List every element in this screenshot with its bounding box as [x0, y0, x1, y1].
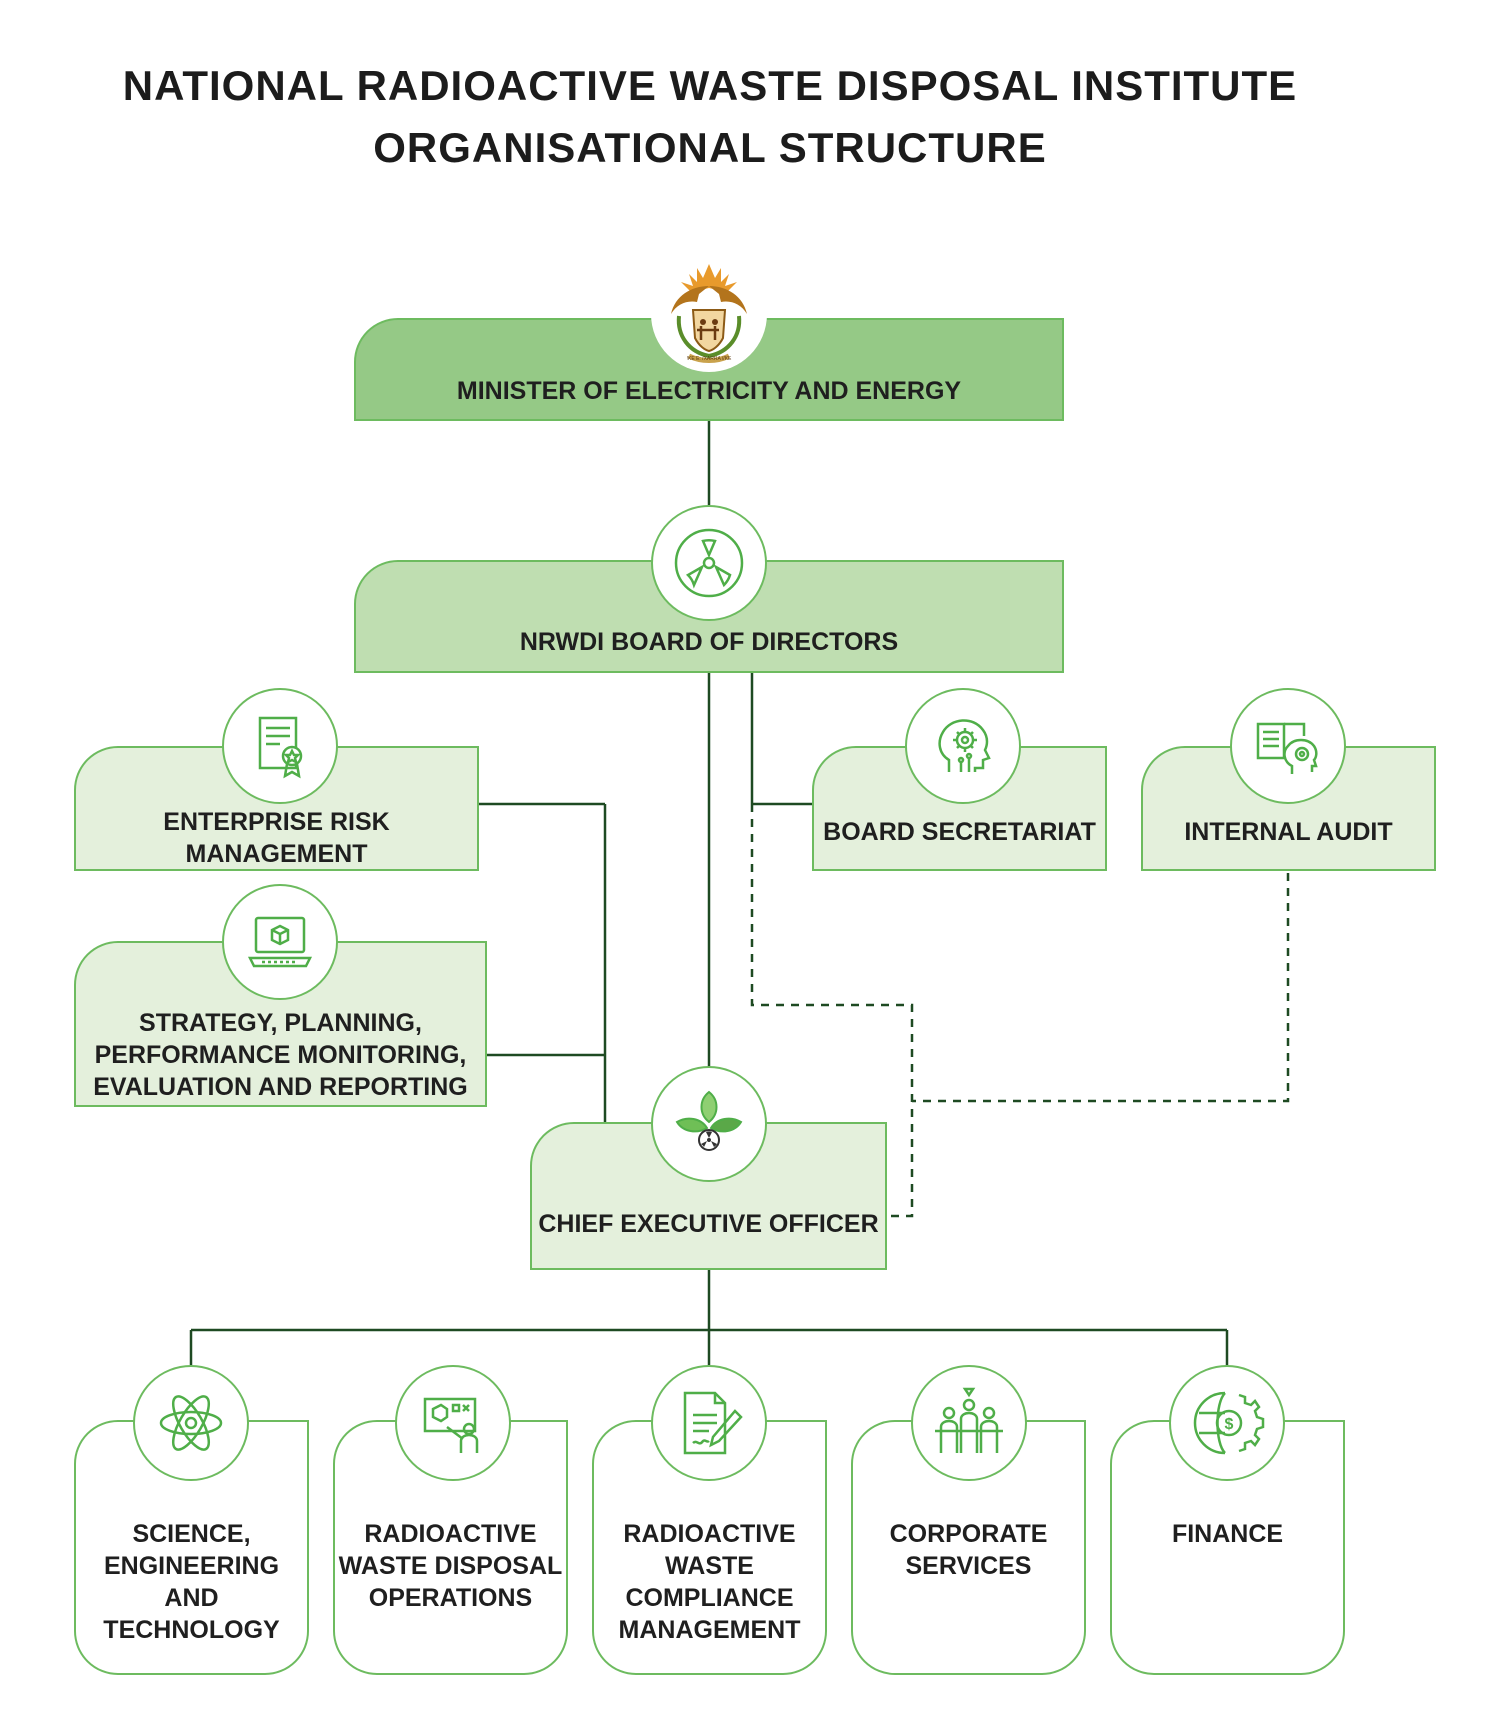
head-gear-icon — [905, 688, 1021, 804]
book-head-gear-icon — [1230, 688, 1346, 804]
strategy-label-line-2: PERFORMANCE MONITORING, — [94, 1041, 467, 1069]
operations-label-line-1: RADIOACTIVE — [364, 1520, 537, 1548]
presentation-icon — [395, 1365, 511, 1481]
board-label: NRWDI BOARD OF DIRECTORS — [519, 627, 899, 656]
globe-dollar-icon: $ — [1169, 1365, 1285, 1481]
coat-of-arms-icon: !KE E: /XARRA //KE — [651, 256, 767, 372]
laptop-cube-icon — [222, 884, 338, 1000]
corporate-label-line-1: CORPORATE — [889, 1520, 1048, 1548]
strategy-label-line-1: STRATEGY, PLANNING, — [139, 1009, 422, 1037]
enterprise-risk-label: ENTERPRISE RISK MANAGEMENT — [163, 807, 390, 868]
radiation-icon — [651, 505, 767, 621]
corporate-label-line-2: SERVICES — [905, 1552, 1032, 1580]
compliance-label-line-3: COMPLIANCE — [625, 1584, 794, 1612]
atom-icon — [133, 1365, 249, 1481]
svg-text:$: $ — [1225, 1416, 1234, 1433]
operations-label-line-2: WASTE DISPOSAL — [338, 1552, 563, 1580]
science-label-line-4: TECHNOLOGY — [103, 1616, 280, 1644]
team-icon — [911, 1365, 1027, 1481]
minister-label: MINISTER OF ELECTRICITY AND ENERGY — [456, 376, 962, 405]
board-secretariat-label: BOARD SECRETARIAT — [823, 817, 1096, 846]
strategy-label-line-3: EVALUATION AND REPORTING — [93, 1073, 468, 1101]
compliance-label-line-2: WASTE — [665, 1552, 754, 1580]
chart-title-line-1: NATIONAL RADIOACTIVE WASTE DISPOSAL INST… — [122, 62, 1298, 109]
internal-audit-label: INTERNAL AUDIT — [1184, 817, 1393, 846]
document-pen-icon — [651, 1365, 767, 1481]
science-label-line-2: ENGINEERING — [103, 1552, 280, 1580]
science-label-line-1: SCIENCE, — [132, 1520, 251, 1548]
certificate-icon — [222, 688, 338, 804]
dashed-line-secretariat-ceo — [750, 804, 914, 1218]
crest-motto: !KE E: /XARRA //KE — [687, 356, 732, 362]
finance-label-line-1: FINANCE — [1171, 1520, 1284, 1548]
science-label-line-3: AND — [164, 1584, 219, 1612]
compliance-label-line-4: MANAGEMENT — [618, 1616, 801, 1644]
ceo-label: CHIEF EXECUTIVE OFFICER — [538, 1210, 879, 1238]
leaf-radiation-icon — [651, 1066, 767, 1182]
strategy-box: STRATEGY, PLANNING, PERFORMANCE MONITORI… — [74, 941, 487, 1107]
dashed-line-audit-ceo — [912, 873, 1290, 1103]
compliance-label-line-1: RADIOACTIVE — [623, 1520, 796, 1548]
operations-label-line-3: OPERATIONS — [368, 1584, 533, 1612]
chart-title-line-2: ORGANISATIONAL STRUCTURE — [373, 124, 1047, 171]
